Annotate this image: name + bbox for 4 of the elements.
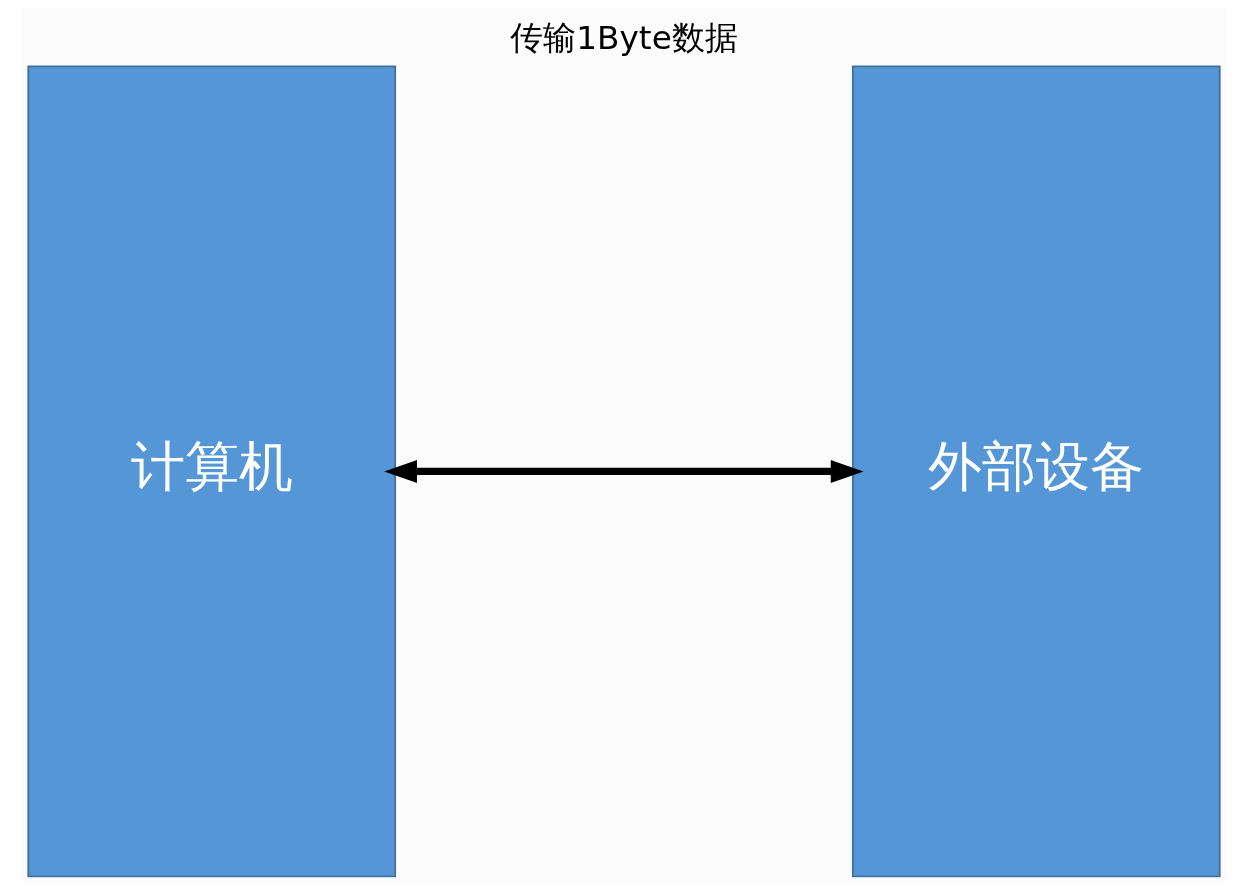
diagram-title: 传输1Byte数据	[510, 18, 738, 57]
node-box: 计算机	[27, 65, 397, 878]
node-box: 外部设备	[851, 65, 1221, 878]
arrow	[384, 459, 864, 483]
